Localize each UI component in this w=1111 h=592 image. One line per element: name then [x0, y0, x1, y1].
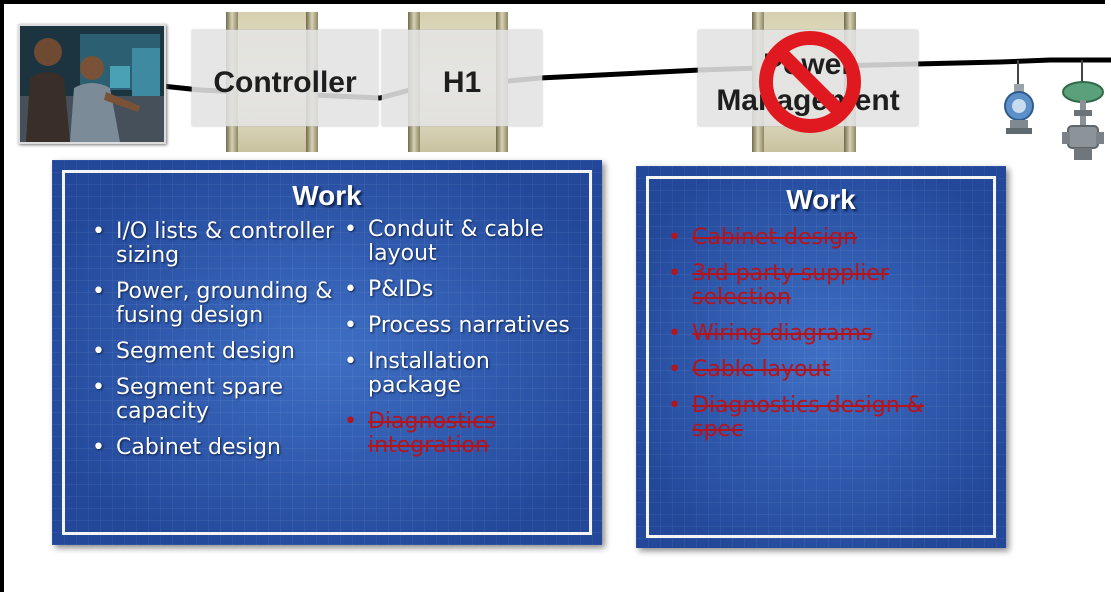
power-management-node: Power Management [698, 12, 918, 152]
left-panel-border [62, 170, 592, 535]
list-item-struck: Diagnostics integration [342, 410, 582, 458]
operators-photo [18, 24, 166, 144]
list-item-struck: Cable layout [666, 358, 966, 383]
list-item: P&IDs [342, 278, 582, 303]
list-item: Power, grounding & fusing design [90, 280, 340, 328]
h1-label: H1 [442, 66, 482, 99]
right-work-panel: Work Cabinet design 3rd party supplier s… [636, 166, 1006, 548]
list-item: I/O lists & controller sizing [90, 220, 340, 268]
list-item: Cabinet design [90, 436, 340, 461]
list-item-struck: Cabinet design [666, 226, 966, 251]
h1-node: H1 [382, 12, 542, 152]
control-valve-icon [1060, 80, 1106, 168]
list-item-struck: 3rd party supplier selection [666, 262, 966, 310]
list-item: Process narratives [342, 314, 582, 339]
left-work-panel: Work I/O lists & controller sizing Power… [52, 160, 602, 545]
controller-node: Controller [192, 12, 378, 152]
control-room-operators-icon [20, 26, 164, 142]
right-panel-border [646, 176, 996, 538]
right-panel-title: Work [786, 184, 856, 215]
left-panel-title: Work [292, 180, 362, 211]
list-item-struck: Wiring diagrams [666, 322, 966, 347]
prohibited-icon [759, 31, 861, 133]
right-panel-items: Cabinet design 3rd party supplier select… [666, 226, 966, 454]
controller-label: Controller [213, 66, 357, 99]
left-panel-col2: Conduit & cable layout P&IDs Process nar… [342, 218, 582, 470]
list-item: Segment design [90, 340, 340, 365]
list-item: Segment spare capacity [90, 376, 340, 424]
pressure-transmitter-icon [1002, 84, 1036, 140]
list-item: Conduit & cable layout [342, 218, 582, 266]
left-panel-col1: I/O lists & controller sizing Power, gro… [90, 220, 340, 472]
list-item-struck: Diagnostics design & spec [666, 394, 966, 442]
list-item: Installation package [342, 350, 582, 398]
